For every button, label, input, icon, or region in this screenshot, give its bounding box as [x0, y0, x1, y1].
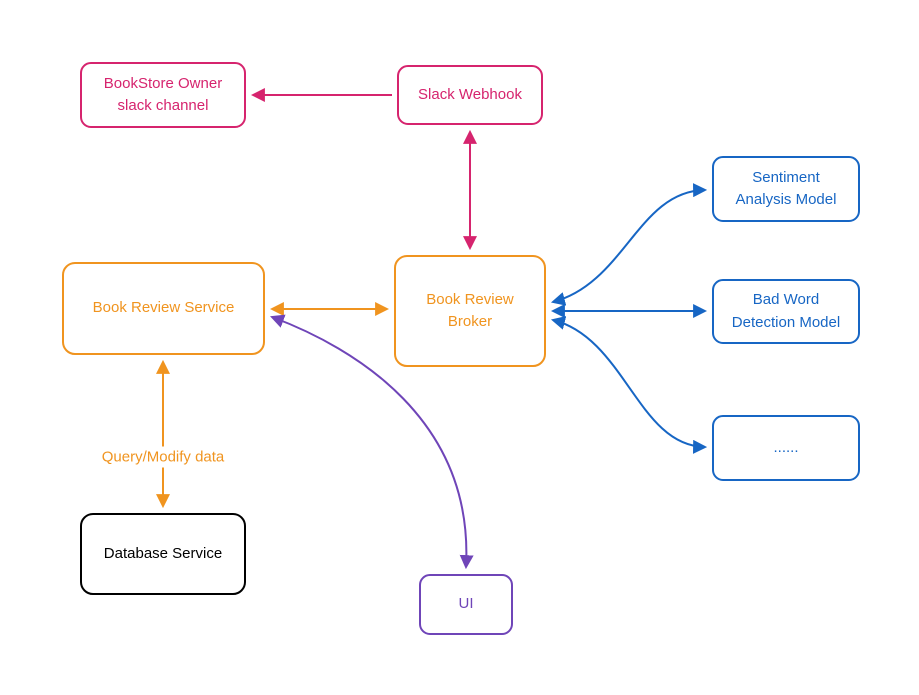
node-slack-webhook-label: Slack Webhook [418, 85, 522, 103]
edge-label-query-modify-data: Query/Modify data [96, 446, 230, 468]
node-bookstore-owner-label: BookStore Owner slack channel [103, 74, 223, 115]
node-book-review-service: Book Review Service [62, 262, 265, 355]
edge-broker-sentiment [550, 183, 708, 306]
edge-service-ui [270, 314, 474, 570]
node-book-review-broker: Book Review Broker [394, 255, 546, 367]
node-more-models: ...... [712, 415, 860, 481]
edge-broker-more-models [550, 316, 708, 454]
node-bad-word-detection-model-label: Bad Word Detection Model [731, 291, 841, 331]
node-ui-label: UI [458, 595, 474, 613]
node-slack-webhook: Slack Webhook [397, 65, 543, 125]
node-database-service: Database Service [80, 513, 246, 595]
node-database-service-label: Database Service [103, 544, 223, 562]
node-bad-word-detection-model: Bad Word Detection Model [712, 279, 860, 344]
node-ui: UI [419, 574, 513, 635]
node-sentiment-analysis-model: Sentiment Analysis Model [712, 156, 860, 222]
node-bookstore-owner-slack-channel: BookStore Owner slack channel [80, 62, 246, 128]
node-book-review-service-label: Book Review Service [92, 299, 235, 317]
node-more-models-label: ...... [773, 438, 799, 456]
node-book-review-broker-label: Book Review Broker [426, 290, 514, 331]
node-sentiment-analysis-model-label: Sentiment Analysis Model [735, 168, 837, 209]
